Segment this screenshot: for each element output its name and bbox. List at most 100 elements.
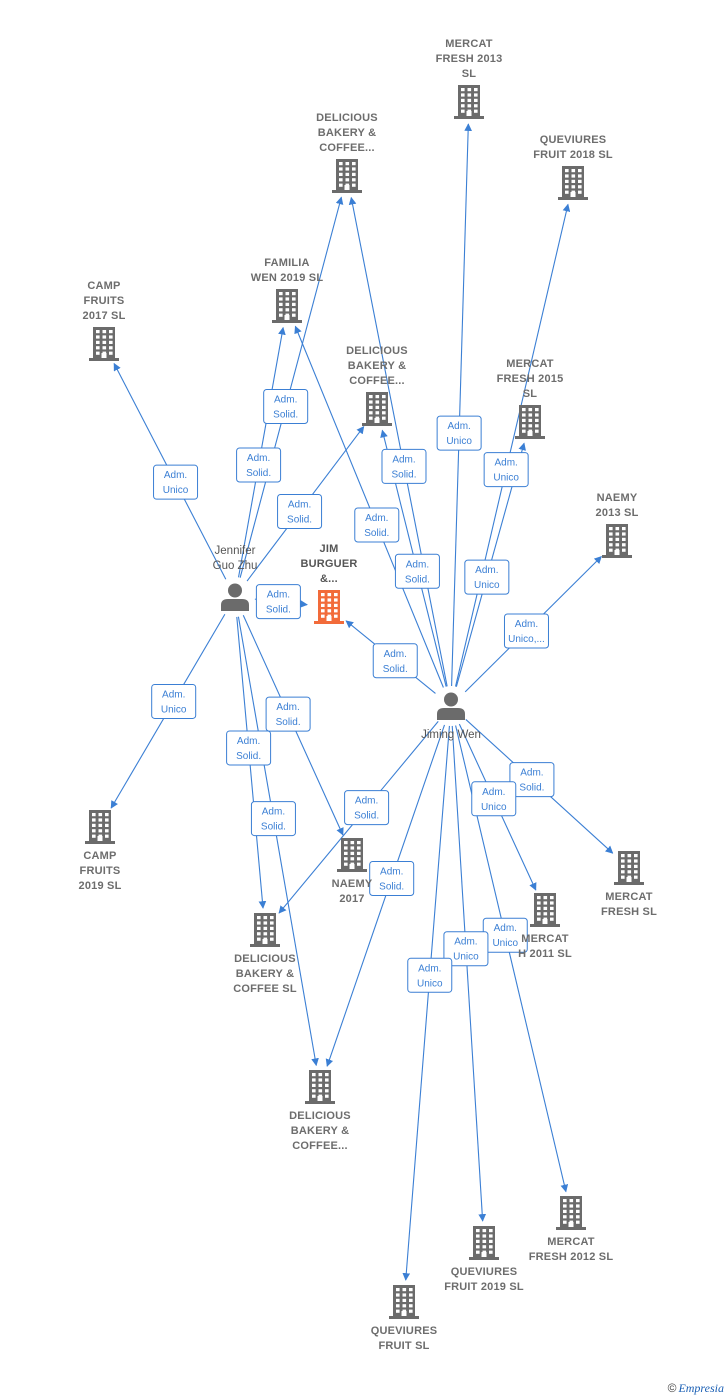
relation-label-jiming-queviures2019[interactable]: Adm.Unico xyxy=(443,931,489,967)
company-label: QUEVIURES xyxy=(451,1266,518,1278)
edge-jiming-queviures2019 xyxy=(451,725,487,1222)
relation-label-text: Adm. xyxy=(267,590,290,601)
company-label: MERCAT xyxy=(547,1236,595,1248)
relation-label-text: Solid. xyxy=(273,409,298,420)
relation-label-jennifer-camp2019[interactable]: Adm.Unico xyxy=(151,683,197,719)
relation-label-jiming-mercat2013[interactable]: Adm.Unico xyxy=(436,415,482,451)
relation-label-jennifer-jimburguer[interactable]: Adm. Solid. xyxy=(255,584,301,620)
relation-label-text: Adm. xyxy=(262,807,285,818)
relation-label-text: Unico xyxy=(453,952,479,963)
relation-label-box xyxy=(344,790,390,826)
relation-label-box xyxy=(255,584,301,620)
edge-jiming-mercat2013 xyxy=(451,123,472,687)
company-label: COFFEE SL xyxy=(233,983,297,995)
company-label: FRESH 2013 xyxy=(436,53,503,65)
relation-label-jennifer-delicious4[interactable]: Adm.Solid. xyxy=(250,801,296,837)
relation-label-jiming-delicious4[interactable]: Adm.Solid. xyxy=(369,860,415,896)
relation-label-jiming-queviures2018[interactable]: Adm.Unico xyxy=(483,452,529,488)
relation-label-jennifer-delicious1[interactable]: Adm.Solid. xyxy=(263,388,309,424)
relation-label-jiming-delicious3[interactable]: Adm.Solid. xyxy=(344,790,390,826)
edge-jennifer-delicious4 xyxy=(237,616,319,1067)
company-label: DELICIOUS xyxy=(234,953,296,965)
building-icon xyxy=(89,327,119,361)
relation-label-text: Solid. xyxy=(266,605,291,616)
company-label: BAKERY & xyxy=(236,968,294,980)
relation-label-jiming-delicious1[interactable]: Adm.Solid. xyxy=(381,448,427,484)
person-label: Jiming Wen xyxy=(421,729,481,741)
relation-label-box xyxy=(464,559,510,595)
building-icon xyxy=(314,590,344,624)
relation-label-jennifer-camp2017[interactable]: Adm.Unico xyxy=(153,464,199,500)
relation-label-text: Solid. xyxy=(364,528,389,539)
relation-label-text: Adm. xyxy=(494,458,517,469)
company-label: FRUIT 2018 SL xyxy=(533,149,613,161)
relation-label-jiming-queviures[interactable]: Adm.Unico xyxy=(407,957,453,993)
person-node-jiming[interactable]: Jiming Wen xyxy=(421,692,481,742)
relation-label-jiming-jimburguer[interactable]: Adm.Solid. xyxy=(372,643,418,679)
relation-label-text: Solid. xyxy=(391,469,416,480)
company-label: DELICIOUS xyxy=(316,112,378,124)
relation-label-jiming-naemy2013[interactable]: Adm.Unico,... xyxy=(503,613,549,649)
relation-label-box xyxy=(483,452,529,488)
company-label: CAMP xyxy=(87,280,120,292)
company-node-delicious3[interactable]: DELICIOUS BAKERY & COFFEE SL xyxy=(233,913,297,995)
relation-label-jennifer-delicious2[interactable]: Adm.Solid. xyxy=(277,494,323,530)
relation-label-text: Unico xyxy=(417,978,443,989)
relation-label-text: Solid. xyxy=(287,515,312,526)
relation-label-box xyxy=(509,762,555,798)
relation-label-text: Adm. xyxy=(247,453,270,464)
relation-label-text: Solid. xyxy=(276,717,301,728)
building-icon xyxy=(305,1070,335,1104)
company-node-jimburguer[interactable]: JIMBURGUER&... xyxy=(300,543,357,624)
relation-label-jennifer-familia2019[interactable]: Adm.Solid. xyxy=(236,447,282,483)
edge-jiming-delicious1 xyxy=(348,196,448,687)
brand-logo-text: Empresia xyxy=(678,1381,724,1395)
relation-label-box xyxy=(151,683,197,719)
relation-label-text: Adm. xyxy=(482,787,505,798)
relation-label-text: Adm. xyxy=(384,649,407,660)
relation-label-jiming-mercat2015[interactable]: Adm.Unico xyxy=(464,559,510,595)
relation-label-text: Unico xyxy=(163,485,189,496)
relation-label-jiming-familia2019[interactable]: Adm.Solid. xyxy=(354,507,400,543)
relation-label-jiming-delicious2[interactable]: Adm.Solid. xyxy=(394,553,440,589)
building-icon xyxy=(556,1196,586,1230)
company-label: &... xyxy=(320,573,338,585)
relation-label-text: Adm. xyxy=(237,736,260,747)
relation-label-text: Adm. xyxy=(276,702,299,713)
building-icon xyxy=(602,524,632,558)
relation-label-box xyxy=(265,696,311,732)
copyright-symbol: © xyxy=(667,1381,677,1395)
relation-label-box xyxy=(153,464,199,500)
relation-label-jiming-mercat2011[interactable]: Adm.Unico xyxy=(471,781,517,817)
relation-label-text: Unico,... xyxy=(508,634,545,645)
brand-footer[interactable]: ©Empresia xyxy=(668,1381,724,1396)
edge-jiming-queviures2018 xyxy=(455,203,571,687)
relation-label-jennifer-delicious3[interactable]: Adm.Solid. xyxy=(226,730,272,766)
relation-label-text: Unico xyxy=(446,436,472,447)
company-label: SL xyxy=(462,68,477,80)
building-icon xyxy=(515,405,545,439)
company-label: WEN 2019 SL xyxy=(251,272,324,284)
relation-label-jennifer-naemy2017[interactable]: Adm. Solid. xyxy=(265,696,311,732)
relation-label-jiming-mercatfresh[interactable]: Adm.Solid. xyxy=(509,762,555,798)
relation-label-text: Adm. xyxy=(494,923,517,934)
relation-label-text: Unico xyxy=(474,580,500,591)
relation-label-text: Adm. xyxy=(355,796,378,807)
